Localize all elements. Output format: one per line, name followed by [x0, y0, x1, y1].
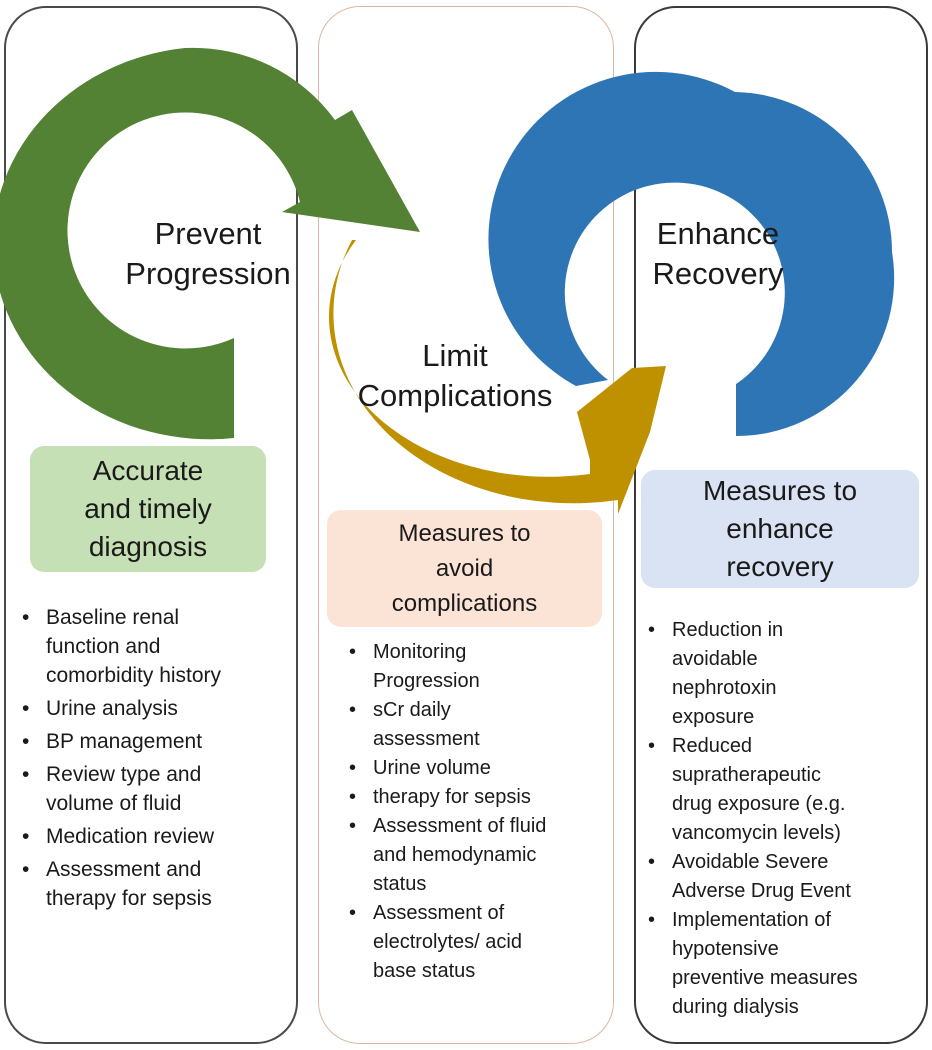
stage-label-line: Complications: [357, 378, 553, 413]
list-item-line: exposure: [672, 706, 755, 728]
header-line: and timely: [84, 493, 212, 524]
header-accurate-timely-diagnosis: Accurate and timely diagnosis: [30, 446, 266, 572]
list-item-line: Adverse Drug Event: [672, 880, 851, 902]
header-line: recovery: [726, 551, 834, 582]
stage-label-line: Progression: [125, 256, 291, 291]
stage-label-limit-complications: Limit Complications: [335, 336, 575, 416]
header-line: enhance: [726, 513, 834, 544]
list-item-line: vancomycin levels): [672, 822, 841, 844]
list-item: Urine volume: [345, 754, 610, 783]
stage-label-line: Enhance: [656, 216, 780, 251]
list-item-line: Baseline renal: [46, 606, 180, 629]
header-measures-enhance-recovery: Measures to enhance recovery: [641, 470, 919, 588]
list-item-line: Progression: [373, 670, 480, 692]
list-item-line: drug exposure (e.g.: [672, 793, 846, 815]
header-line: Measures to: [702, 475, 858, 506]
header-line: complications: [391, 590, 538, 617]
stage-label-enhance-recovery: Enhance Recovery: [628, 214, 808, 294]
list-item-line: Assessment of: [373, 902, 505, 924]
header-line: Measures to: [398, 520, 531, 547]
diagnosis-measure-list: Baseline renal function and comorbidity …: [18, 603, 293, 917]
list-item-line: Medication review: [46, 825, 215, 848]
list-item-line: therapy for sepsis: [46, 887, 212, 910]
list-item-line: electrolytes/ acid: [373, 931, 522, 953]
list-item-line: avoidable: [672, 648, 758, 670]
list-item: Medication review: [18, 822, 293, 851]
header-line: avoid: [435, 555, 494, 582]
column-frame-recovery: [634, 6, 928, 1044]
list-item: sCr daily assessment: [345, 696, 610, 754]
stage-label-line: Recovery: [652, 256, 784, 291]
list-item-line: during dialysis: [672, 996, 799, 1018]
list-item: Urine analysis: [18, 694, 293, 723]
list-item-line: BP management: [46, 730, 203, 753]
list-item-line: assessment: [373, 728, 480, 750]
header-measures-avoid-complications: Measures to avoid complications: [327, 510, 602, 627]
list-item-line: Urine analysis: [46, 697, 178, 720]
blue-cycle-arrow: [488, 71, 895, 437]
list-item: Review type and volume of fluid: [18, 760, 293, 818]
stage-label-line: Prevent: [154, 216, 262, 251]
list-item: Monitoring Progression: [345, 638, 610, 696]
list-item-line: and hemodynamic: [373, 844, 537, 866]
green-cycle-arrow: [0, 47, 420, 440]
list-item: Avoidable Severe Adverse Drug Event: [644, 848, 924, 906]
stage-label-line: Limit: [422, 338, 488, 373]
list-item-line: Monitoring: [373, 641, 467, 663]
header-line: Accurate: [92, 455, 204, 486]
list-item: Reduced supratherapeutic drug exposure (…: [644, 732, 924, 848]
list-item: Assessment and therapy for sepsis: [18, 855, 293, 913]
list-item-line: function and: [46, 635, 161, 658]
list-item-line: Assessment of fluid: [373, 815, 547, 837]
list-item: therapy for sepsis: [345, 783, 610, 812]
list-item-line: sCr daily: [373, 699, 451, 721]
list-item-line: supratherapeutic: [672, 764, 821, 786]
stage-label-prevent-progression: Prevent Progression: [108, 214, 308, 294]
list-item-line: Assessment and: [46, 858, 202, 881]
list-item: Assessment of electrolytes/ acid base st…: [345, 899, 610, 986]
list-item-line: Implementation of: [672, 909, 831, 931]
recovery-measure-list: Reduction in avoidable nephrotoxin expos…: [644, 616, 924, 1022]
gold-cycle-arrow: [328, 240, 666, 514]
list-item-line: Reduced: [672, 735, 753, 757]
list-item-line: Avoidable Severe: [672, 851, 829, 873]
list-item: BP management: [18, 727, 293, 756]
list-item-line: hypotensive: [672, 938, 779, 960]
list-item: Implementation of hypotensive preventive…: [644, 906, 924, 1022]
list-item-line: Urine volume: [373, 757, 491, 779]
list-item-line: volume of fluid: [46, 792, 182, 815]
header-line: diagnosis: [88, 531, 208, 562]
complications-measure-list: Monitoring Progression sCr daily assessm…: [345, 638, 610, 986]
list-item-line: Reduction in: [672, 619, 784, 641]
list-item-line: therapy for sepsis: [373, 786, 531, 808]
list-item-line: nephrotoxin: [672, 677, 777, 699]
list-item: Baseline renal function and comorbidity …: [18, 603, 293, 690]
list-item-line: base status: [373, 960, 476, 982]
list-item-line: preventive measures: [672, 967, 858, 989]
list-item: Reduction in avoidable nephrotoxin expos…: [644, 616, 924, 732]
list-item: Assessment of fluid and hemodynamic stat…: [345, 812, 610, 899]
list-item-line: Review type and: [46, 763, 202, 786]
list-item-line: status: [373, 873, 427, 895]
column-frame-diagnosis: [4, 6, 298, 1044]
list-item-line: comorbidity history: [46, 664, 222, 687]
column-frame-complications: [318, 6, 614, 1044]
